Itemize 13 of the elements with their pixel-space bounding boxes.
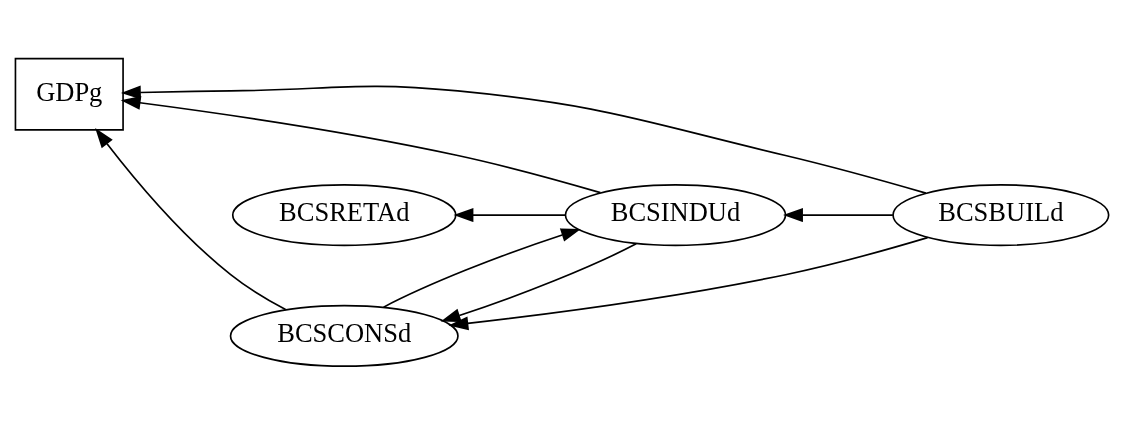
node-ellipse: BCSRETAd [231, 184, 457, 247]
node-ellipse: BCSINDUd [564, 184, 787, 247]
arrow [120, 85, 927, 194]
arrow [120, 95, 602, 194]
node-ellipse: BCSBUILd [892, 184, 1110, 247]
node-box: GDPg [14, 57, 124, 131]
arrow [448, 236, 929, 331]
arrow [783, 208, 894, 223]
arrow [95, 128, 287, 311]
arrow [453, 208, 566, 223]
arrow [440, 243, 638, 323]
arrow [382, 228, 581, 308]
node-ellipse: BCSCONSd [229, 304, 459, 368]
